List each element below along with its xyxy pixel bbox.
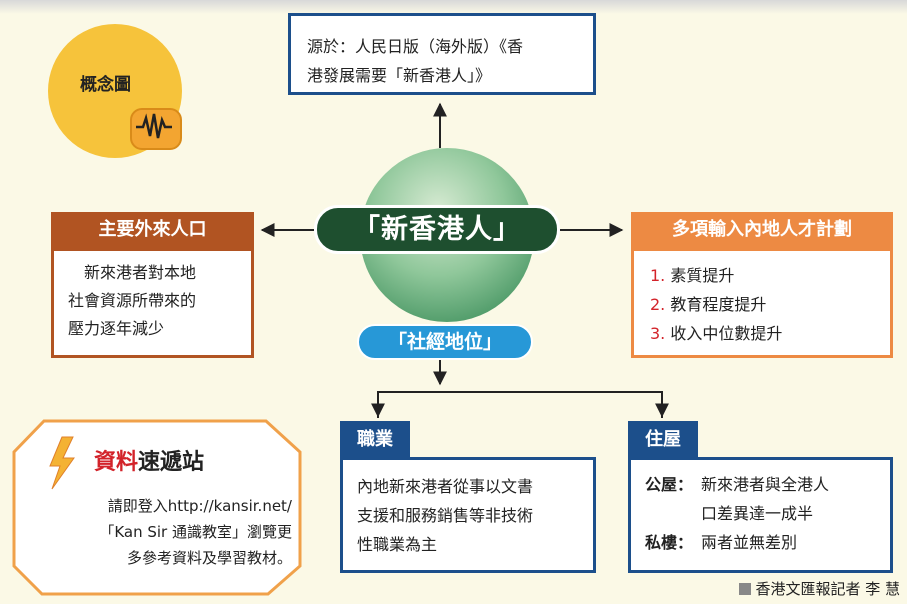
job-box-body: 內地新來港者從事以文書 支援和服務銷售等非技術 性職業為主 [340, 457, 596, 573]
info-box-title: 資料速遞站 [94, 444, 204, 476]
left-box-line: 新來港者對本地 [68, 263, 197, 282]
branch-line [377, 391, 663, 418]
job-line: 內地新來港者從事以文書 [357, 477, 534, 496]
job-box-title: 職業 [340, 421, 410, 459]
housing-row-public: 公屋： 新來港者與全港人 口差異達一成半 [645, 470, 884, 528]
source-line-1: 源於：人民日版（海外版）《香 [307, 37, 524, 56]
housing-box-body: 公屋： 新來港者與全港人 口差異達一成半 私樓： 兩者並無差別 [628, 457, 893, 573]
left-box-line: 社會資源所帶來的 [68, 291, 197, 310]
right-box-title: 多項輸入內地人才計劃 [631, 212, 893, 248]
info-title-red: 資料 [94, 450, 139, 475]
job-line: 支援和服務銷售等非技術 [357, 506, 534, 525]
housing-value-line: 口差異達一成半 [701, 504, 814, 523]
item-text: 教育程度提升 [670, 295, 767, 314]
info-box-frame [12, 419, 302, 596]
item-number: 2. [650, 295, 666, 314]
badge-title: 概念圖 [80, 75, 131, 95]
source-box: 源於：人民日版（海外版）《香 港發展需要「新香港人」》 [288, 13, 596, 95]
list-item: 1. 素質提升 [650, 261, 890, 290]
reporter-credit: 香港文匯報記者 李 慧 [660, 578, 900, 599]
housing-key: 公屋： [645, 475, 694, 494]
housing-value-line: 新來港者與全港人 [701, 475, 830, 494]
item-number: 1. [650, 266, 666, 285]
source-line-2: 港發展需要「新香港人」》 [307, 66, 492, 85]
info-line: 請即登入http://kansir.net/ [107, 497, 292, 515]
item-text: 素質提升 [670, 266, 735, 285]
housing-box-title: 住屋 [628, 421, 698, 459]
left-box-line: 壓力逐年減少 [68, 319, 165, 338]
info-title-rest: 速遞站 [138, 450, 205, 475]
list-item: 2. 教育程度提升 [650, 290, 890, 319]
top-bar [0, 0, 907, 14]
item-text: 收入中位數提升 [670, 324, 783, 343]
credit-square-icon [739, 583, 752, 595]
housing-key: 私樓： [645, 533, 694, 552]
info-line: 多參考資料及學習教材。 [126, 549, 292, 567]
left-box-title: 主要外來人口 [51, 212, 254, 248]
credit-text: 香港文匯報記者 李 慧 [755, 580, 900, 598]
waveform-icon [130, 108, 182, 150]
info-line: 「Kan Sir 通識教室」瀏覽更 [99, 523, 292, 541]
lightning-icon [49, 436, 75, 490]
housing-row-private: 私樓： 兩者並無差別 [645, 528, 884, 557]
right-box-body: 1. 素質提升 2. 教育程度提升 3. 收入中位數提升 [631, 248, 893, 358]
job-line: 性職業為主 [357, 535, 438, 554]
socioeconomic-status-label: 「社經地位」 [357, 324, 533, 360]
info-box-text: 請即登入http://kansir.net/ 「Kan Sir 通識教室」瀏覽更… [30, 493, 292, 571]
item-number: 3. [650, 324, 666, 343]
central-concept: 「新香港人」 [314, 205, 560, 254]
left-box-body: 新來港者對本地 社會資源所帶來的 壓力逐年減少 [51, 248, 254, 358]
list-item: 3. 收入中位數提升 [650, 319, 890, 348]
housing-value-line: 兩者並無差別 [701, 533, 798, 552]
